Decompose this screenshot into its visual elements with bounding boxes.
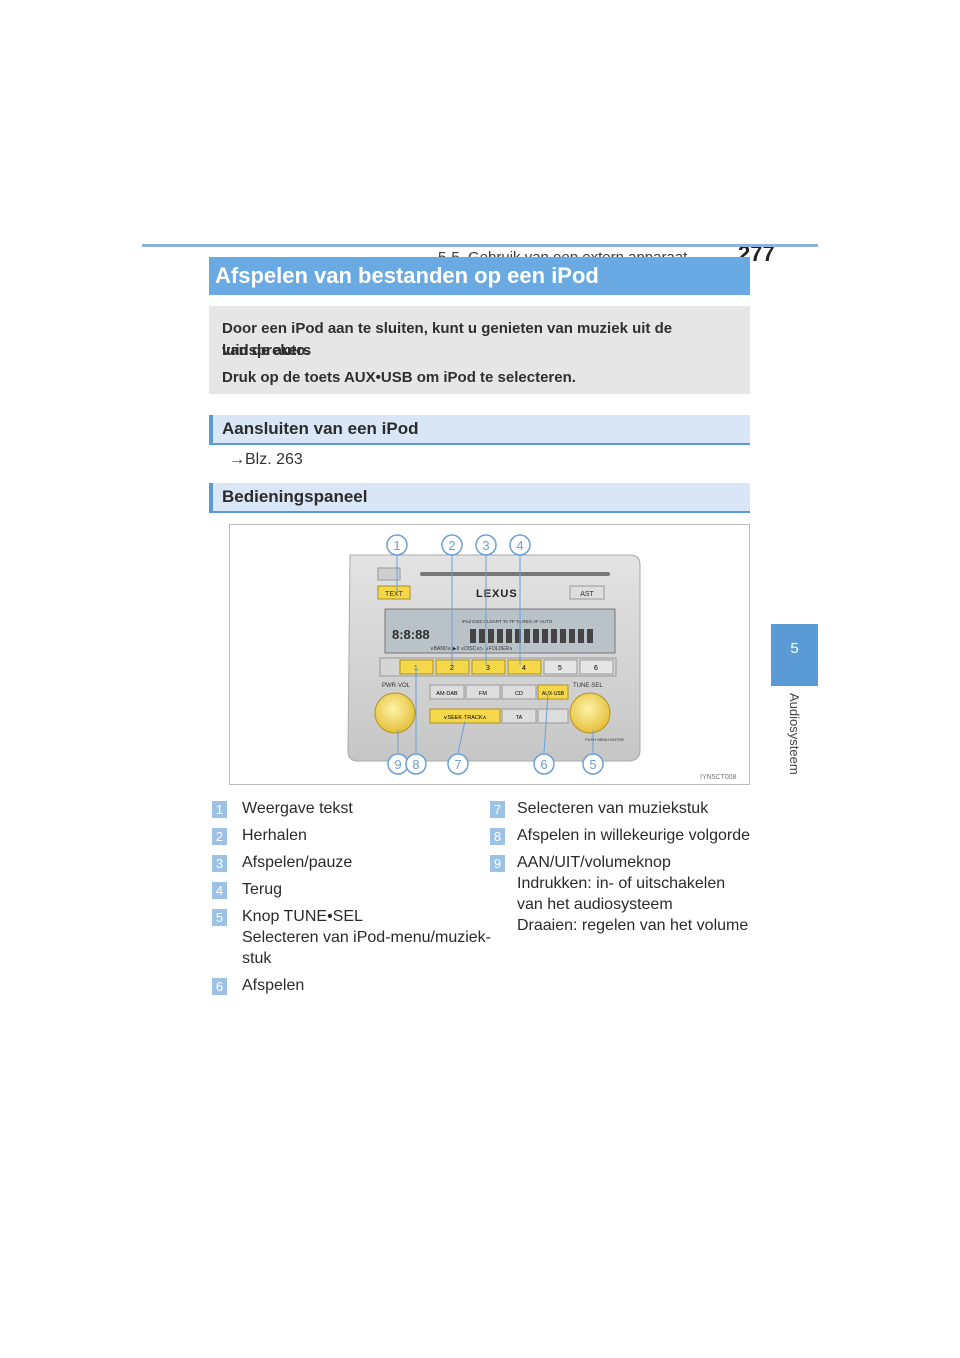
control-panel-figure: TEXT LEXUS AST iPod DISC FLDART TA TP TA…: [229, 524, 750, 785]
section-rule: [209, 511, 750, 513]
item-subtext: stuk: [242, 950, 272, 967]
callout-9: 9: [394, 757, 401, 772]
item-number: 5: [212, 909, 227, 926]
page-title: Afspelen van bestanden op een iPod: [215, 263, 599, 288]
tune-sel-knob: [569, 692, 611, 734]
item-number: 8: [490, 828, 505, 845]
callout-5: 5: [589, 757, 596, 772]
page-reference-link[interactable]: →Blz. 263: [229, 451, 303, 468]
ast-button: [569, 585, 605, 600]
a-button: [537, 708, 569, 724]
item-number: 7: [490, 801, 505, 818]
callouts-top: [386, 534, 531, 556]
item-subtext: Indrukken: in- of uitschakelen: [517, 875, 726, 892]
item-text: Selecteren van muziekstuk: [517, 800, 709, 817]
eject-icon: [377, 567, 401, 581]
preset-buttons: 1 2 3 4 5 6: [379, 657, 617, 677]
item-text: Afspelen in willekeurige volgorde: [517, 827, 751, 844]
intro-line-1: Door een iPod aan te sluiten, kunt u gen…: [222, 320, 673, 359]
brand-logo: LEXUS: [476, 588, 518, 600]
callout-7: 7: [454, 757, 461, 772]
item-text: Weergave tekst: [242, 800, 353, 817]
item-number: 2: [212, 828, 227, 845]
source-buttons: AM·DAB FM CD AUX·USB: [429, 684, 569, 700]
ta-label: TA: [516, 715, 523, 721]
item-text: Knop TUNE•SEL: [242, 908, 363, 925]
push-menu-label: PUSH MENU·ENTER: [585, 737, 624, 742]
fm-label: FM: [479, 691, 487, 697]
am-dab-label: AM·DAB: [436, 691, 458, 697]
preset-6: 6: [594, 665, 598, 672]
chapter-label: Audiosysteem: [787, 693, 802, 775]
intro-line-3: Druk op de toets AUX•USB om iPod te sele…: [222, 369, 576, 386]
item-text: Afspelen: [242, 977, 305, 994]
section-heading-panel-text: Bedieningspaneel: [222, 487, 368, 506]
chapter-tab: [771, 624, 818, 686]
display-digits: 8:8:88: [392, 627, 430, 642]
callout-1: 1: [393, 538, 400, 553]
callout-2: 2: [448, 538, 455, 553]
section-rule: [209, 443, 750, 445]
section-heading-connect: Aansluiten van een iPod: [209, 415, 750, 443]
aux-usb-label: AUX·USB: [542, 691, 565, 697]
callout-4: 4: [516, 538, 523, 553]
item-number: 1: [212, 801, 227, 818]
preset-2: 2: [450, 665, 454, 672]
item-text: Afspelen/pauze: [242, 854, 353, 871]
pwr-vol-label: PWR·VOL: [382, 683, 411, 689]
chapter-number: 5: [790, 640, 799, 657]
item-subtext: Draaien: regelen van het volume: [517, 917, 749, 934]
tune-sel-label: TUNE·SEL: [573, 683, 603, 689]
section-heading-connect-text: Aansluiten van een iPod: [222, 419, 419, 438]
intro-line-2: van de auto.: [222, 342, 310, 359]
callouts-bottom: [387, 753, 604, 775]
callout-lines: [396, 555, 594, 754]
figure-code: IYN5CT008: [700, 774, 737, 781]
pwr-vol-knob: [374, 692, 416, 734]
seek-track-label: ∨SEEK·TRACK∧: [443, 715, 486, 721]
page-title-bar: Afspelen van bestanden op een iPod: [209, 257, 750, 295]
item-subtext: van het audiosysteem: [517, 896, 673, 913]
item-number: 4: [212, 882, 227, 899]
item-text: Herhalen: [242, 827, 307, 844]
item-number: 3: [212, 855, 227, 872]
cd-label: CD: [515, 691, 523, 697]
display-segments: [470, 629, 593, 643]
text-button: [377, 585, 411, 600]
callout-3: 3: [482, 538, 489, 553]
cd-slot: [420, 572, 610, 576]
header-rule: [142, 244, 818, 247]
preset-4: 4: [522, 665, 526, 672]
display-bottom-labels: ∨BAND∧ ▶II ∨DISC∧▷ ∨FOLDER∧: [430, 646, 513, 652]
display-top-labels: iPod DISC FLDART TA TP TA REG AF AUTO: [462, 619, 553, 624]
item-text: Terug: [242, 881, 283, 898]
preset-5: 5: [558, 665, 562, 672]
item-number: 6: [212, 978, 227, 995]
item-text: AAN/UIT/volumeknop: [517, 854, 671, 871]
text-button-label: TEXT: [385, 591, 404, 598]
item-number: 9: [490, 855, 505, 872]
callout-8: 8: [412, 757, 419, 772]
callout-6: 6: [540, 757, 547, 772]
ta-button: [501, 708, 537, 724]
ast-button-label: AST: [580, 591, 594, 598]
preset-3: 3: [486, 665, 490, 672]
section-heading-panel: Bedieningspaneel: [209, 483, 750, 511]
intro-box: Door een iPod aan te sluiten, kunt u gen…: [209, 306, 750, 394]
item-subtext: Selecteren van iPod-menu/muziek-: [242, 929, 492, 946]
